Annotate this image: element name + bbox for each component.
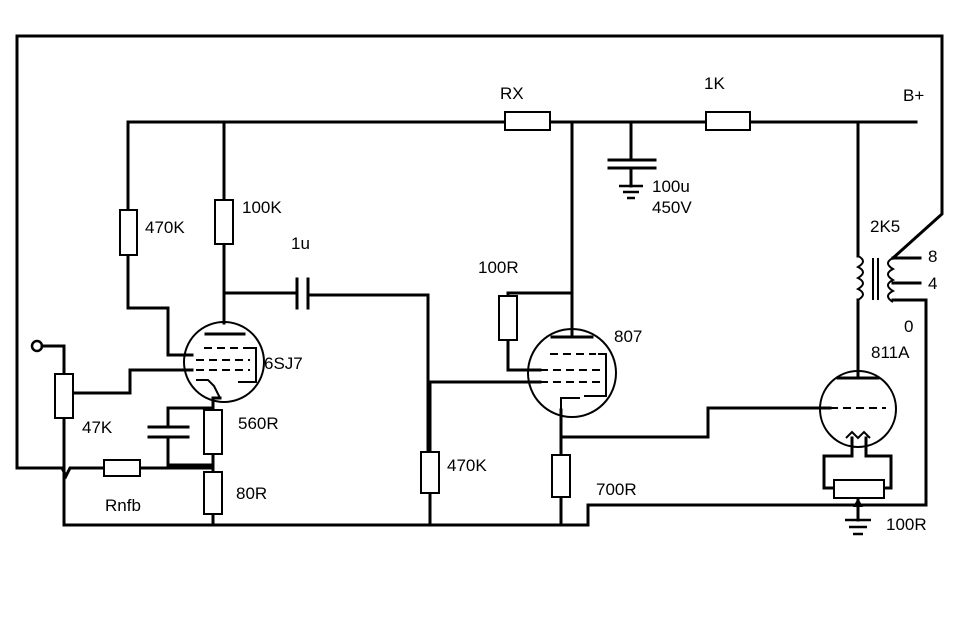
label-2k5: 2K5 — [870, 217, 900, 236]
filament-left-wire — [822, 436, 854, 490]
wiring — [15, 34, 944, 527]
resistor-100k-plate — [214, 199, 234, 245]
output-ground-symbol — [845, 518, 871, 536]
tube-6sj7 — [183, 321, 265, 403]
resistor-470k-screen — [119, 209, 138, 256]
grid2-resistor-bottom-wire — [506, 338, 542, 372]
label-47k: 47K — [82, 418, 113, 437]
hum-pot-arrow — [853, 498, 863, 507]
component-labels: B+ RX 1K 100u 450V 100K 470K 1u 6SJ7 100… — [82, 74, 937, 534]
feedback-wire — [15, 34, 944, 470]
label-80r: 80R — [236, 484, 267, 503]
resistor-560r — [203, 409, 223, 455]
label-tap-4: 4 — [928, 274, 937, 293]
capacitors — [147, 158, 657, 439]
label-700r: 700R — [596, 480, 637, 499]
bypass-cap-bottom-wire — [166, 435, 215, 467]
input-wire — [40, 344, 66, 376]
tube-807 — [527, 328, 617, 418]
bypass-cap-top-wire — [166, 406, 215, 429]
resistor-1k — [705, 111, 751, 131]
resistor-rx — [504, 111, 551, 131]
label-tap-0: 0 — [904, 317, 913, 336]
ground-bus-right — [586, 298, 928, 527]
label-1u: 1u — [291, 234, 310, 253]
filament-right-wire — [864, 436, 893, 490]
resistor-700r — [551, 454, 571, 498]
tube-811a — [819, 370, 897, 448]
label-100r-hum: 100R — [886, 515, 927, 534]
potentiometer-47k — [54, 373, 74, 419]
label-470k-screen: 470K — [145, 218, 185, 237]
drive-811a-wire — [559, 406, 832, 439]
resistor-470k-grid-leak — [420, 451, 440, 494]
label-100u: 100u — [652, 177, 690, 196]
label-807: 807 — [614, 327, 642, 346]
filter-ground-symbol — [619, 184, 643, 200]
coupling-wire-right — [306, 293, 430, 454]
label-811a: 811A — [871, 343, 910, 362]
wiper-to-grid-wire — [70, 368, 194, 395]
resistor-80r — [203, 471, 223, 515]
label-rx: RX — [500, 84, 524, 103]
label-560r: 560R — [238, 414, 279, 433]
cathode-wire — [211, 396, 222, 412]
label-1k: 1K — [704, 74, 725, 93]
resistor-100r-grid2 — [498, 295, 518, 341]
resistor-rnfb — [103, 459, 141, 477]
label-450v: 450V — [652, 198, 692, 217]
resistors — [54, 111, 885, 515]
feedback-crossover — [56, 466, 106, 480]
output-transformer — [855, 255, 896, 303]
screen-wire — [126, 253, 194, 357]
potentiometer-100r-hum — [833, 479, 885, 499]
label-470k-grid-leak: 470K — [447, 456, 487, 475]
label-6sj7: 6SJ7 — [264, 354, 303, 373]
input-terminal — [30, 339, 44, 353]
label-rnfb: Rnfb — [105, 496, 141, 515]
label-100r-grid2: 100R — [478, 258, 519, 277]
label-bplus: B+ — [903, 86, 924, 105]
label-100k: 100K — [242, 198, 282, 217]
label-tap-8: 8 — [928, 247, 937, 266]
